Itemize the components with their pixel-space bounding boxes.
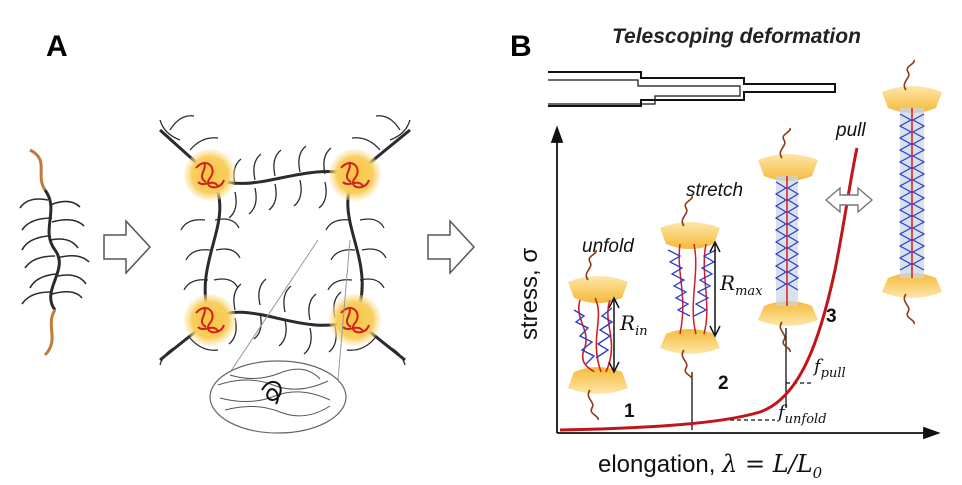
label-stage-3: 3 xyxy=(826,306,837,327)
telescope-schematic xyxy=(548,71,836,107)
core-top-left xyxy=(184,149,236,201)
arrow-right-2 xyxy=(427,219,476,275)
core-bottom-right xyxy=(329,294,381,346)
panel-label-b: B xyxy=(510,30,532,63)
label-pull: pull xyxy=(835,120,866,141)
core-bottom-left xyxy=(184,294,236,346)
label-r-in: Rin xyxy=(619,311,648,339)
x-axis-label-text: elongation, xyxy=(598,451,722,478)
core-top-right xyxy=(329,149,381,201)
label-stage-2: 2 xyxy=(718,373,729,394)
diagram-title: Telescoping deformation xyxy=(612,25,861,48)
stage-fully-pulled-illustration xyxy=(882,59,942,325)
arrow-right-1 xyxy=(103,219,152,275)
label-stage-1: 1 xyxy=(624,401,635,422)
axes xyxy=(550,125,941,440)
stress-strain-curve xyxy=(559,147,859,432)
double-arrow xyxy=(824,186,874,214)
stage-unfold-illustration xyxy=(568,249,628,421)
polymer-network xyxy=(158,115,411,366)
label-unfold: unfold xyxy=(582,236,635,257)
label-f-unfold: funfold xyxy=(776,402,827,427)
label-f-pull: fpull xyxy=(812,356,846,381)
x-axis-label: elongation, λ = L/L0 xyxy=(598,450,823,482)
panel-label-a: A xyxy=(46,30,68,63)
label-stretch: stretch xyxy=(686,180,743,201)
stage-pull-illustration xyxy=(758,127,818,353)
bottlebrush-molecule xyxy=(19,148,90,357)
x-axis-label-math: λ = L/L xyxy=(721,450,813,478)
x-axis-label-sub: 0 xyxy=(813,464,823,482)
zoom-inset xyxy=(209,239,351,434)
stage-stretch-illustration xyxy=(660,195,721,381)
label-r-max: Rmax xyxy=(719,271,763,299)
y-axis-label: stress, σ xyxy=(516,248,543,340)
